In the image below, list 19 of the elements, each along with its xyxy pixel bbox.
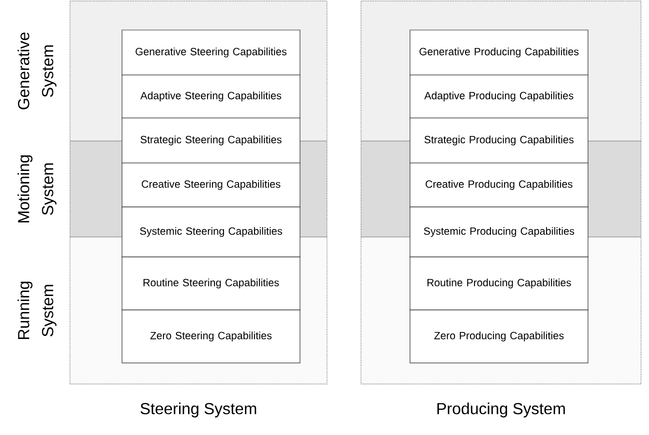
capability-box: Creative Steering Capabilities (122, 162, 300, 208)
capability-box: Strategic Steering Capabilities (122, 118, 300, 164)
capability-box: Adaptive Steering Capabilities (122, 74, 300, 118)
capability-box: Zero Steering Capabilities (122, 310, 300, 364)
capability-box: Adaptive Producing Capabilities (410, 74, 588, 118)
band-label: Motioning System (18, 155, 56, 222)
capability-box: Systemic Producing Capabilities (410, 206, 588, 258)
capability-box: Creative Producing Capabilities (410, 162, 588, 208)
band-label: Running System (18, 282, 56, 339)
capability-box: Systemic Steering Capabilities (122, 206, 300, 258)
capability-box: Generative Producing Capabilities (410, 30, 588, 76)
capability-box: Routine Producing Capabilities (410, 256, 588, 310)
capability-box: Generative Steering Capabilities (122, 30, 300, 76)
band-label: Generative System (18, 32, 56, 110)
node-label: Producing System (437, 402, 565, 418)
capability-box: Zero Producing Capabilities (410, 310, 588, 364)
capability-box: Strategic Producing Capabilities (410, 118, 588, 164)
node-label: Steering System (140, 402, 256, 418)
capability-box: Routine Steering Capabilities (122, 256, 300, 310)
